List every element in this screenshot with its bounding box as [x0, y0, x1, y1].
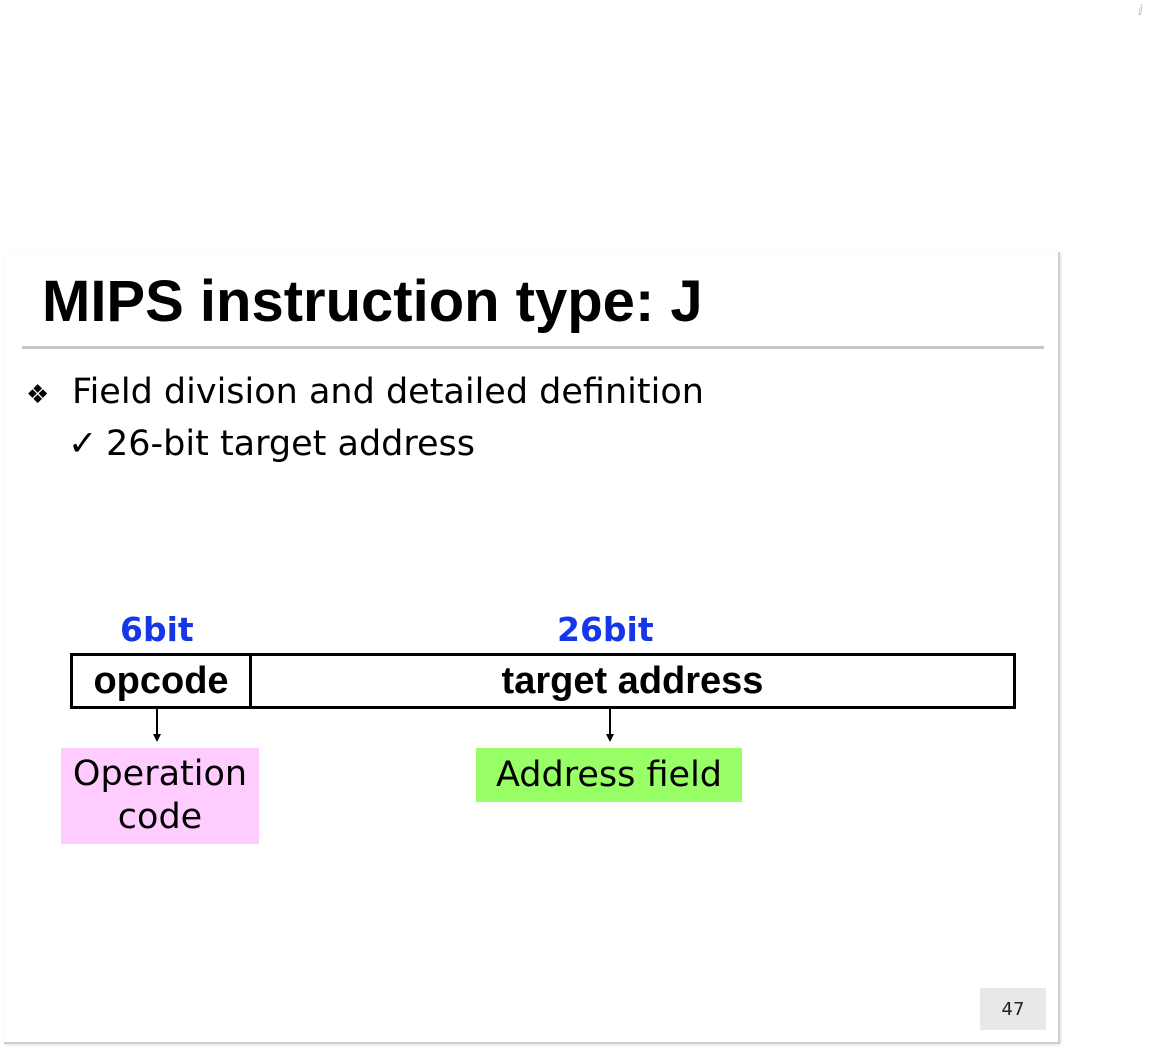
slide: MIPS instruction type: J ❖ Field division… [4, 252, 1060, 1044]
page-number: 47 [980, 988, 1046, 1030]
corner-mark: ⅈ [1138, 3, 1143, 19]
address-bit-width: 26bit [557, 610, 654, 649]
opcode-arrow-icon [153, 709, 161, 742]
bullet-text: Field division and detailed definition [72, 372, 704, 412]
target-address-field: target address [501, 659, 764, 702]
address-arrow-icon [606, 709, 614, 742]
checkmark-bullet-icon: ✓ [68, 424, 98, 464]
diamond-bullet-icon: ❖ [26, 380, 50, 410]
address-field-text: Address field [495, 754, 723, 795]
opcode-bit-width: 6bit [120, 610, 194, 649]
bullet-level-1: ❖ Field division and detailed definition [26, 372, 704, 412]
slide-title: MIPS instruction type: J [42, 269, 703, 334]
bullet-text: 26-bit target address [106, 424, 476, 464]
title-divider [22, 346, 1044, 349]
address-field-label: Address field [476, 748, 742, 802]
opcode-field: opcode [73, 656, 252, 706]
bullet-level-2: ✓26-bit target address [68, 424, 475, 464]
instruction-format-table: opcode target address [70, 653, 1016, 709]
